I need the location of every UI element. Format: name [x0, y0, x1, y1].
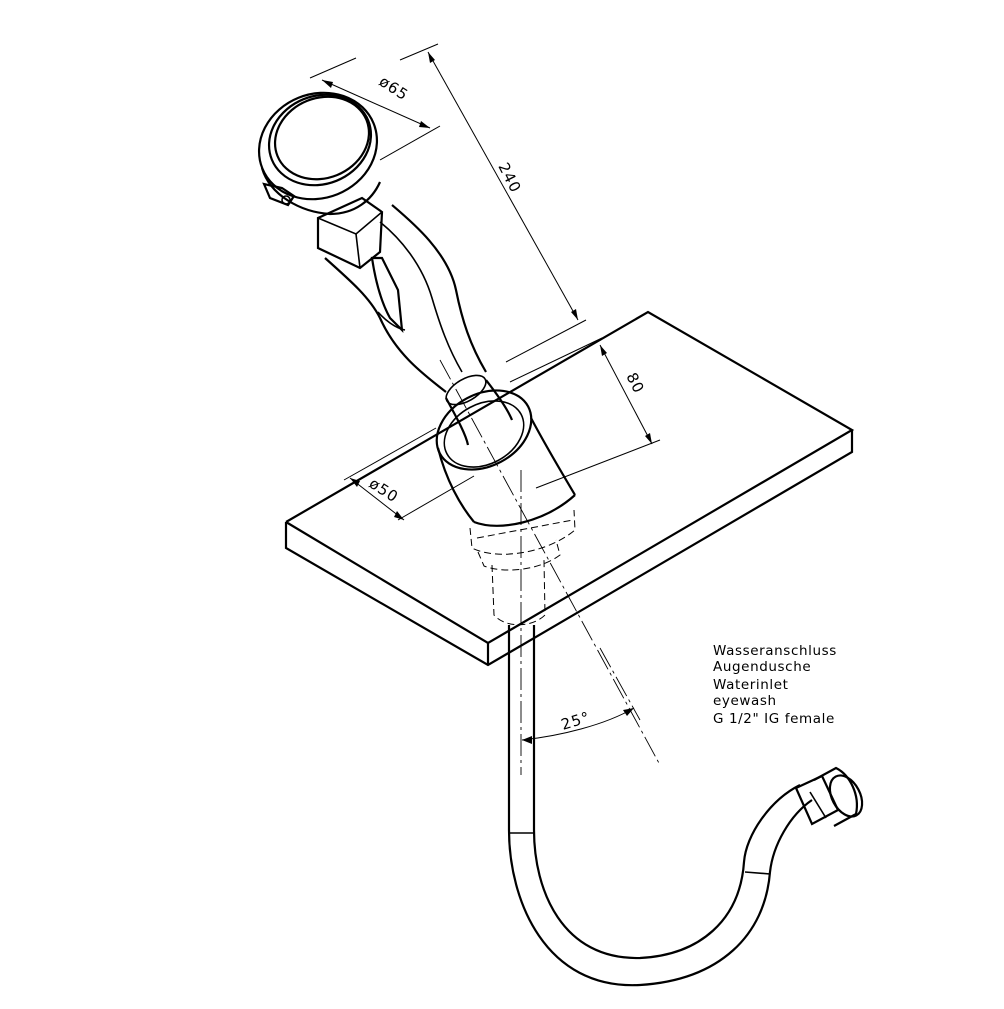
- note-line-3: Waterinlet: [713, 677, 789, 693]
- dimension-head-diameter: ø65: [309, 57, 441, 161]
- spray-head: [257, 91, 382, 216]
- dimension-length: 240: [399, 43, 587, 363]
- note-line-4: eyewash: [713, 693, 777, 709]
- hose-end-fitting: [794, 766, 864, 827]
- dimension-angle: 25°: [521, 707, 635, 744]
- note-line-1: Wasseranschluss: [713, 643, 837, 659]
- dim-height-label: 80: [622, 370, 648, 397]
- dimension-height: 80: [509, 337, 661, 489]
- dimension-base-diameter: ø50: [343, 427, 475, 521]
- note-line-2: Augendusche: [713, 659, 811, 675]
- mounting-plate: [284, 310, 855, 667]
- eyewash-arm: [316, 196, 514, 446]
- dim-head-diameter-label: ø65: [376, 72, 412, 104]
- connection-note: Wasseranschluss Augendusche Waterinlet e…: [713, 643, 837, 727]
- note-line-5: G 1/2" IG female: [713, 711, 835, 727]
- dim-angle-label: 25°: [559, 708, 593, 734]
- dim-base-diameter-label: ø50: [366, 474, 402, 506]
- swivel-base: [435, 389, 576, 626]
- supply-hose: [507, 625, 864, 987]
